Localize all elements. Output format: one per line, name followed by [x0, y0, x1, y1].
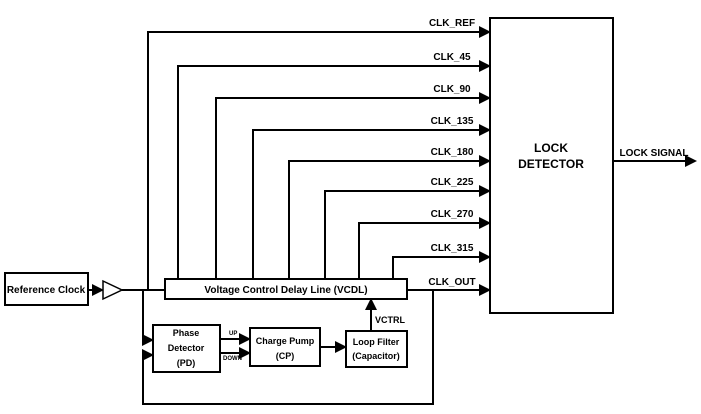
lock-detector-label-2: DETECTOR	[518, 157, 584, 171]
clk-out-label: CLK_OUT	[428, 277, 475, 288]
feedback-wire	[142, 290, 434, 405]
clock-label-clk-225: CLK_225	[431, 177, 474, 188]
cp-label-1: Charge Pump	[256, 336, 315, 346]
lock-detector-label-1: LOCK	[534, 141, 568, 155]
pd-label-3: (PD)	[177, 358, 196, 368]
up-label: UP	[229, 331, 237, 337]
ref-to-pd-wire	[142, 290, 154, 346]
clock-wire-clk-270	[358, 217, 491, 279]
phase-detector-block	[152, 324, 221, 373]
vcdl-label: Voltage Control Delay Line (VCDL)	[204, 285, 367, 296]
loop-filter-block	[345, 330, 408, 368]
clock-label-clk-90: CLK_90	[433, 84, 471, 95]
clock-label-clk-270: CLK_270	[431, 209, 474, 220]
clock-wire-clk-180	[288, 155, 491, 279]
pd-label-1: Phase	[173, 328, 200, 338]
lock-detector-block	[489, 17, 614, 314]
vctrl-label: VCTRL	[375, 315, 405, 325]
clock-label-clk-45: CLK_45	[433, 52, 471, 63]
clock-wire-clk-ref	[147, 26, 491, 290]
cp-label-2: (CP)	[276, 351, 295, 361]
clock-phase-lines: CLK_REF CLK_45CLK_90CLK_135CLK_180CLK_225…	[147, 18, 491, 290]
lf-label-2: (Capacitor)	[352, 351, 400, 361]
clock-label-clk-135: CLK_135	[431, 116, 474, 127]
pd-label-2: Detector	[168, 343, 205, 353]
reference-clock-block	[4, 272, 89, 306]
lock-signal-label: LOCK SIGNAL	[620, 148, 689, 159]
buffer-icon	[102, 279, 124, 301]
lf-label-1: Loop Filter	[353, 337, 400, 347]
reference-clock-label: Reference Clock	[7, 285, 86, 296]
clock-wire-clk-315	[392, 251, 491, 279]
clock-wire-clk-135	[252, 124, 491, 279]
clock-wire-clk-225	[324, 185, 491, 279]
clock-wire-clk-90	[215, 92, 491, 279]
clock-label-clk-180: CLK_180	[431, 147, 474, 158]
clock-wire-clk-45	[177, 60, 491, 279]
clock-label-clk-315: CLK_315	[431, 243, 474, 254]
down-label: DOWN	[223, 356, 242, 362]
clock-label-clk-ref: CLK_REF	[429, 18, 475, 29]
